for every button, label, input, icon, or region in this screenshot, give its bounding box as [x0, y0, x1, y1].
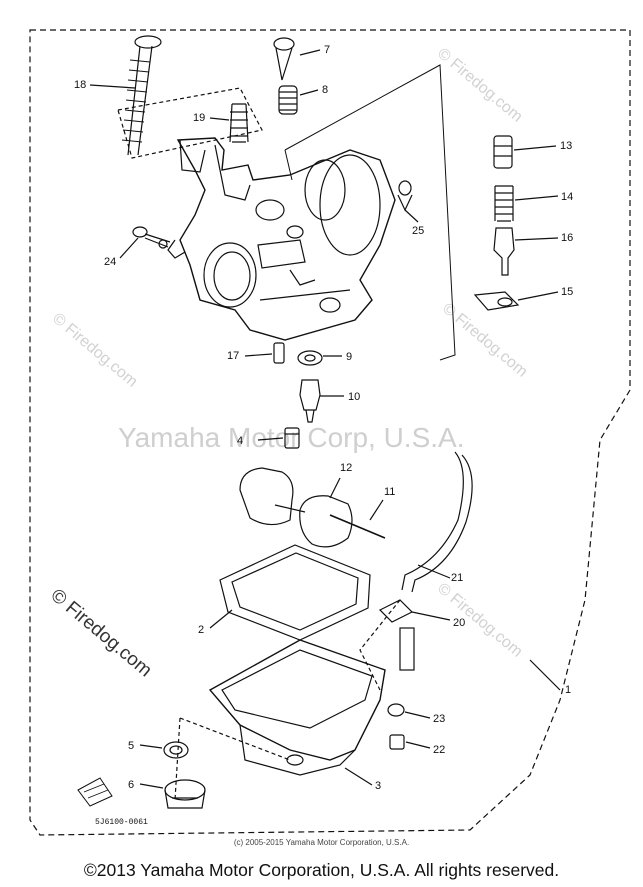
part-22-screw — [389, 734, 405, 750]
leader-18 — [89, 84, 136, 89]
callout-12: 12 — [340, 462, 353, 474]
leader-6 — [139, 783, 164, 789]
bracket-3 — [174, 717, 291, 801]
leader-23 — [404, 711, 431, 719]
carburetor-body — [167, 137, 396, 341]
leader-2 — [209, 609, 233, 629]
leader-15 — [517, 291, 559, 301]
part-13-needle-jet — [493, 135, 513, 169]
callout-8: 8 — [322, 84, 329, 96]
part-10-valve — [299, 379, 321, 423]
part-20-bracket — [378, 599, 415, 671]
leader-5 — [139, 744, 163, 749]
part-24-screw — [132, 226, 171, 249]
callout-6: 6 — [128, 779, 135, 791]
leader-17 — [244, 353, 273, 357]
leader-4 — [257, 437, 284, 441]
part-25-screw — [397, 180, 413, 212]
leader-22 — [405, 741, 431, 749]
callout-7: 7 — [324, 44, 331, 56]
tag-plate — [77, 777, 113, 807]
part-18-screw — [121, 35, 162, 156]
leader-8 — [299, 89, 319, 96]
part-15-washer — [473, 291, 520, 311]
part-11-pin — [329, 514, 386, 539]
inner-copyright: (c) 2005-2015 Yamaha Motor Corporation, … — [233, 838, 410, 847]
callout-4: 4 — [237, 435, 244, 447]
leader-3 — [344, 767, 373, 786]
callout-25: 25 — [412, 225, 425, 237]
callout-19: 19 — [193, 112, 206, 124]
part-5-oring — [163, 741, 189, 759]
leader-1 — [529, 659, 561, 691]
leader-12 — [329, 477, 341, 499]
callout-16: 16 — [561, 232, 574, 244]
callout-10: 10 — [348, 391, 361, 403]
link-20 — [359, 599, 401, 691]
part-23-washer — [387, 703, 405, 717]
callout-17: 17 — [227, 350, 240, 362]
callout-9: 9 — [346, 351, 353, 363]
diagram-code: 5J6100-0061 — [95, 818, 148, 827]
leader-7 — [299, 49, 321, 56]
part-17-jet — [273, 342, 285, 364]
leader-21 — [417, 564, 451, 579]
bracket-18 — [117, 87, 263, 159]
part-19-spring — [229, 103, 249, 143]
callout-15: 15 — [561, 286, 574, 298]
callout-18: 18 — [74, 79, 87, 91]
part-4-main-jet — [284, 427, 300, 449]
part-16-plunger — [493, 227, 515, 276]
leader-25 — [404, 209, 419, 223]
leader-14 — [514, 195, 559, 201]
part-2-gasket — [219, 544, 371, 641]
callout-14: 14 — [561, 191, 574, 203]
footer-copyright: ©2013 Yamaha Motor Corporation, U.S.A. A… — [83, 860, 560, 880]
leader-20 — [411, 611, 451, 621]
part-9-washer — [297, 350, 323, 366]
callout-3: 3 — [375, 780, 382, 792]
part-8-spring — [278, 85, 298, 115]
callout-1: 1 — [565, 684, 572, 696]
callout-23: 23 — [433, 713, 446, 725]
leader-24 — [119, 237, 139, 259]
part-14-spring — [494, 185, 514, 222]
part-7-screw — [273, 37, 295, 81]
callout-5: 5 — [128, 740, 135, 752]
leader-11 — [369, 499, 384, 521]
callout-22: 22 — [433, 744, 446, 756]
leader-19 — [209, 117, 230, 121]
assembly-boundary — [29, 29, 631, 836]
part-3-float-bowl — [208, 639, 386, 776]
callout-21: 21 — [451, 572, 464, 584]
part-12-float — [239, 467, 353, 548]
bracket-right — [284, 64, 456, 361]
callout-13: 13 — [560, 140, 573, 152]
leader-13 — [513, 145, 557, 151]
leader-16 — [514, 237, 559, 241]
callout-24: 24 — [104, 256, 117, 268]
part-6-plug — [164, 779, 206, 809]
callout-11: 11 — [384, 486, 396, 498]
part-21-hose — [401, 451, 473, 593]
callout-20: 20 — [453, 617, 466, 629]
callout-2: 2 — [198, 624, 205, 636]
